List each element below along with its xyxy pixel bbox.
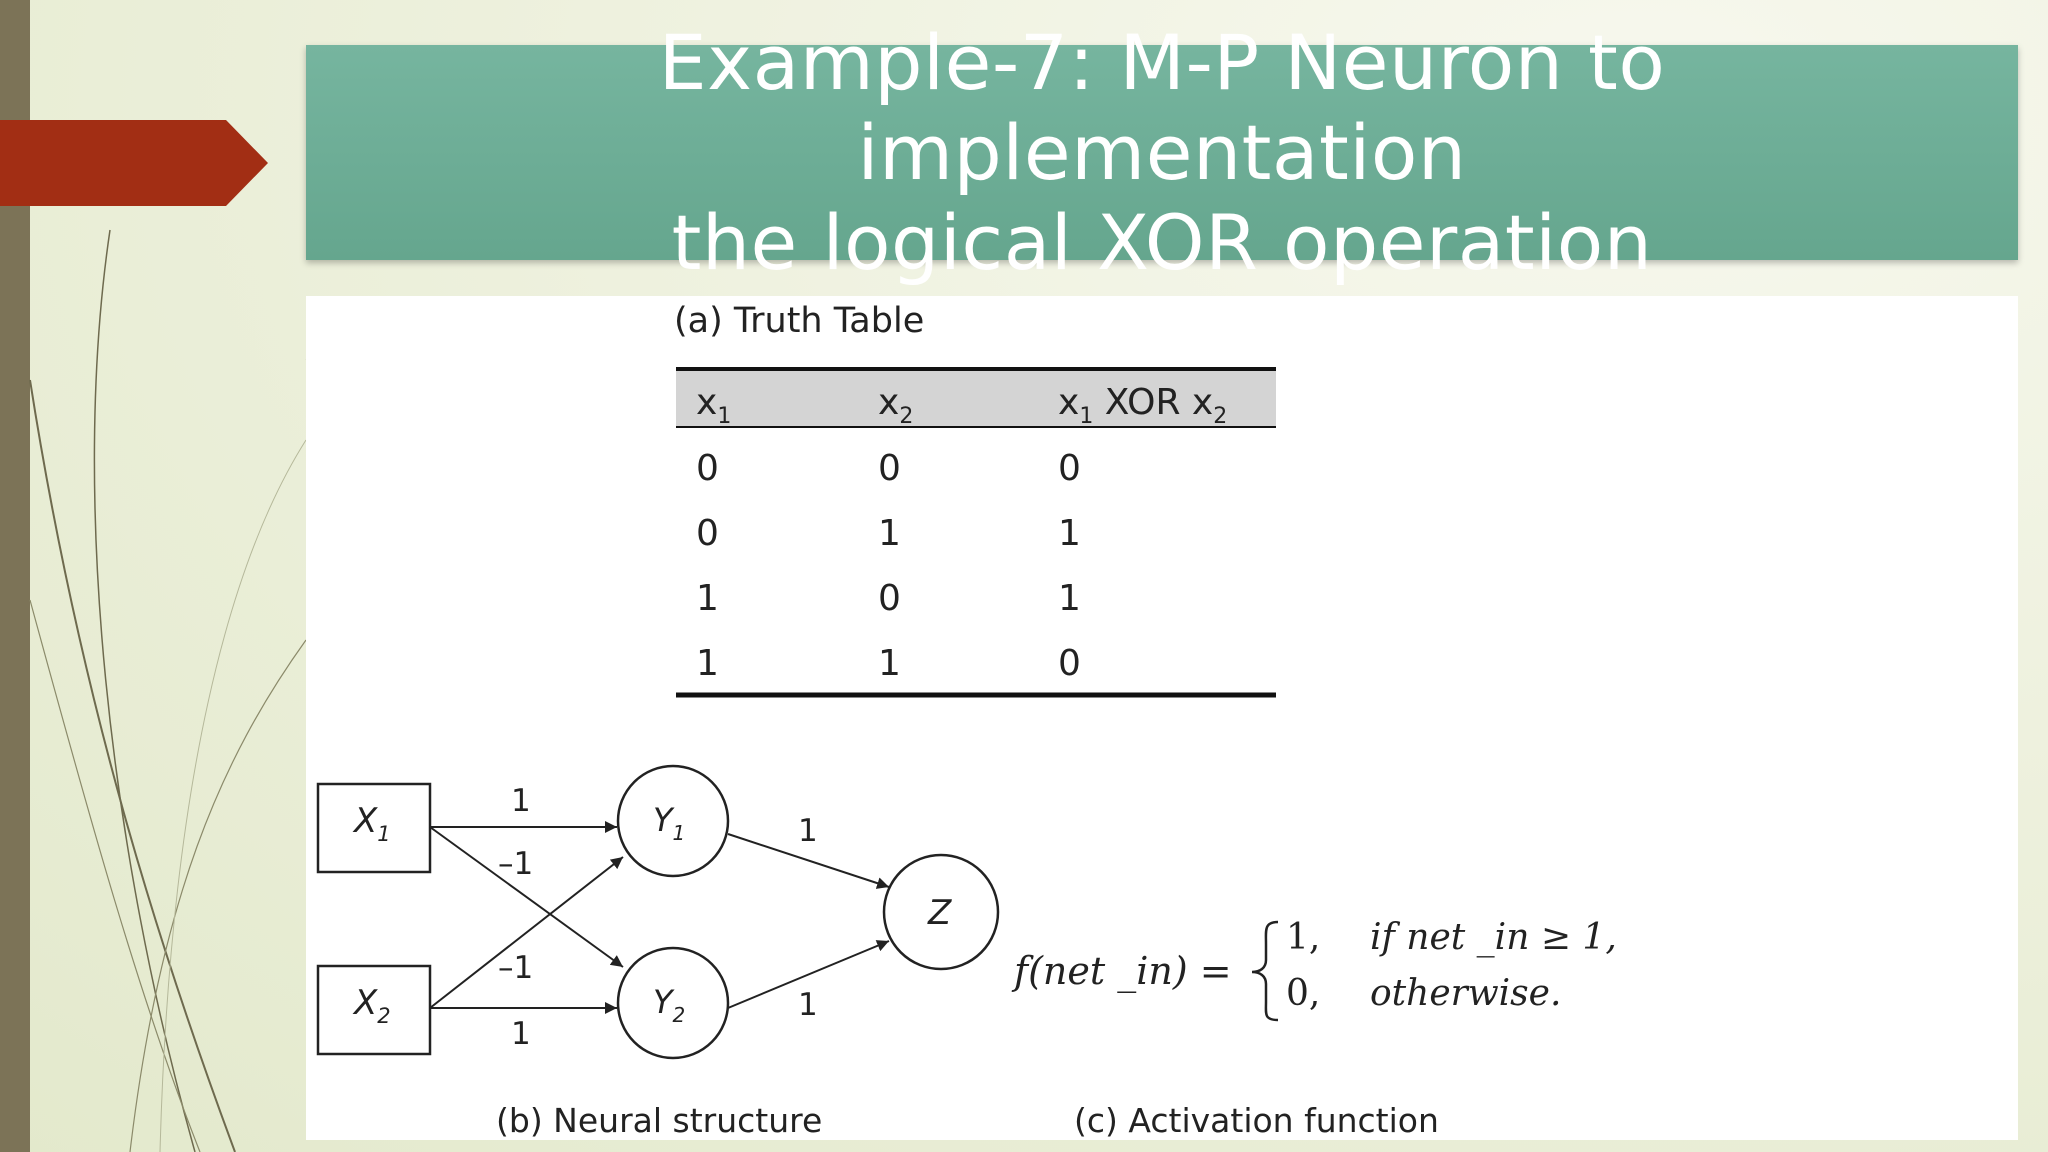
table-cell: 0 xyxy=(878,448,901,489)
activation-function: f(net _in) = 1, if net _in ≥ 1, 0, other… xyxy=(1011,917,1617,1140)
hidden-node-y2 xyxy=(616,946,730,1060)
input-node-x1-label: X1 xyxy=(352,801,391,846)
decorative-swoosh-lines xyxy=(29,229,320,1152)
output-node-z-label: Z xyxy=(927,893,952,933)
neural-structure-caption: (b) Neural structure xyxy=(496,1101,822,1140)
table-cell: 1 xyxy=(878,513,901,554)
weight-y2-z: 1 xyxy=(798,987,818,1023)
activation-case1-condition: if net _in ≥ 1, xyxy=(1370,917,1617,958)
table-header-row xyxy=(676,371,1276,427)
table-row: 0 0 0 xyxy=(696,448,1081,489)
table-cell: 1 xyxy=(696,578,719,619)
xor-figure: (a) Truth Table x1 x2 x1 XOR x2 0 0 0 0 … xyxy=(316,301,1617,1140)
table-cell: 1 xyxy=(878,643,901,684)
table-cell: 0 xyxy=(696,448,719,489)
table-cell: 0 xyxy=(1058,448,1081,489)
table-cell: 0 xyxy=(1058,643,1081,684)
truth-table-caption: (a) Truth Table xyxy=(674,301,924,341)
slide-title: Example-7: M-P Neuron to implementation … xyxy=(362,18,1962,288)
truth-table: (a) Truth Table x1 x2 x1 XOR x2 0 0 0 0 … xyxy=(674,301,1276,698)
activation-case2-condition: otherwise. xyxy=(1370,973,1561,1014)
slide-title-line-2: the logical XOR operation xyxy=(671,197,1653,287)
hidden-node-y1 xyxy=(616,764,730,878)
activation-lhs: f(net _in) = xyxy=(1011,949,1232,994)
red-arrow-tab xyxy=(0,120,268,206)
table-cell: 1 xyxy=(1058,578,1081,619)
weight-x2-y1: –1 xyxy=(498,950,533,986)
table-cell: 1 xyxy=(1058,513,1081,554)
table-cell: 0 xyxy=(878,578,901,619)
title-banner: Example-7: M-P Neuron to implementation … xyxy=(306,18,2018,287)
input-node-x2-label: X2 xyxy=(352,983,391,1028)
table-row: 1 1 0 xyxy=(696,643,1081,684)
weight-x1-y2: –1 xyxy=(498,846,533,882)
hidden-node-y1-label: Y1 xyxy=(653,801,685,845)
edge-y2-z xyxy=(727,940,890,1009)
header-xor: x1 XOR x2 xyxy=(1058,382,1227,429)
table-row: 0 1 1 xyxy=(696,513,1081,554)
activation-caption: (c) Activation function xyxy=(1074,1101,1439,1140)
weight-x2-y2: 1 xyxy=(511,1016,531,1052)
table-cell: 1 xyxy=(696,643,719,684)
table-row: 1 0 1 xyxy=(696,578,1081,619)
neural-structure: X1 X2 Y1 Y2 Z 1 –1 –1 1 1 1 (b) Neural s… xyxy=(316,764,1000,1140)
output-node-z xyxy=(882,853,1000,971)
hidden-node-y2-label: Y2 xyxy=(653,983,685,1027)
activation-case2-value: 0, xyxy=(1286,973,1320,1014)
edge-y1-z xyxy=(727,833,890,889)
slide-title-line-1: Example-7: M-P Neuron to implementation xyxy=(658,17,1666,197)
figure-panel: (a) Truth Table x1 x2 x1 XOR x2 0 0 0 0 … xyxy=(306,296,2018,1140)
edge-x2-y1 xyxy=(429,856,624,1009)
activation-brace xyxy=(1251,920,1279,1022)
table-cell: 0 xyxy=(696,513,719,554)
input-node-x2 xyxy=(316,964,432,1056)
weight-y1-z: 1 xyxy=(798,813,818,849)
edge-x1-y2 xyxy=(429,826,624,968)
header-x1: x1 xyxy=(696,382,731,429)
header-x2: x2 xyxy=(878,382,913,429)
activation-case1-value: 1, xyxy=(1286,917,1320,958)
weight-x1-y1: 1 xyxy=(511,783,531,819)
